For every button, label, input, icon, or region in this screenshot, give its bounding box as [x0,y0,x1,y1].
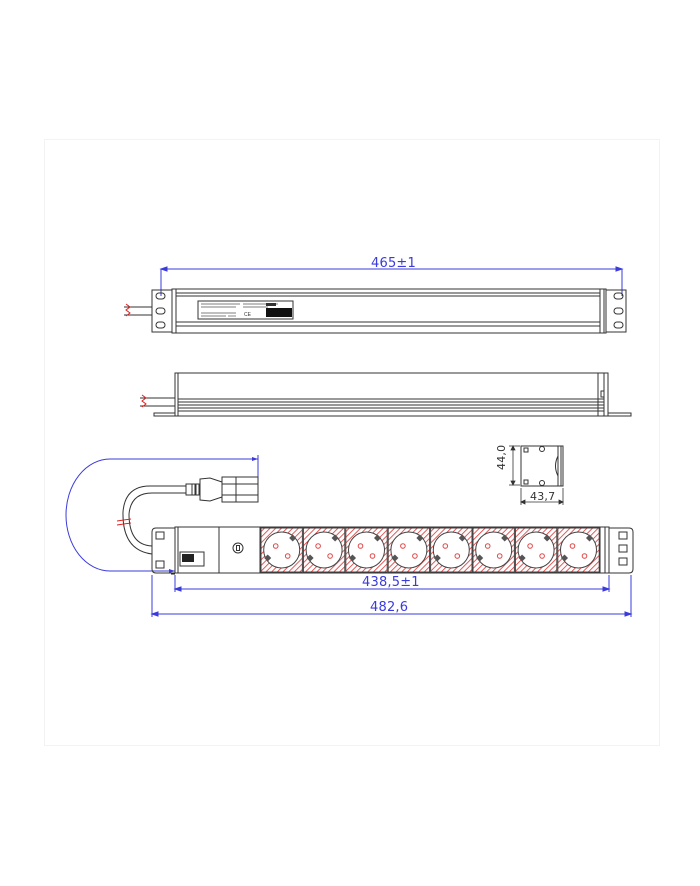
top-view: CE [124,266,627,334]
socket-row [260,527,600,573]
schuko-socket [472,527,515,573]
svg-text:CE: CE [244,312,252,318]
schuko-socket [557,527,600,573]
dimension-label-43-7: 43,7 [530,490,556,503]
dimension-465 [159,266,624,296]
dimension-label-438-5: 438,5±1 [362,575,420,590]
profile-view [509,445,564,505]
cable-length-arc [65,458,258,572]
bottom-dimensions [150,573,633,617]
dimension-label-44-0: 44,0 [495,444,508,470]
schuko-socket [345,527,388,573]
schuko-socket [514,527,558,573]
schuko-socket [387,527,431,573]
schuko-socket [260,527,303,573]
side-view [140,372,632,417]
dimension-label-482-6: 482,6 [370,600,409,615]
schuko-socket [302,527,346,573]
drawing-frame [44,139,660,746]
schuko-socket [430,527,473,573]
dimension-label-465: 465±1 [371,256,416,271]
front-view [65,455,634,574]
